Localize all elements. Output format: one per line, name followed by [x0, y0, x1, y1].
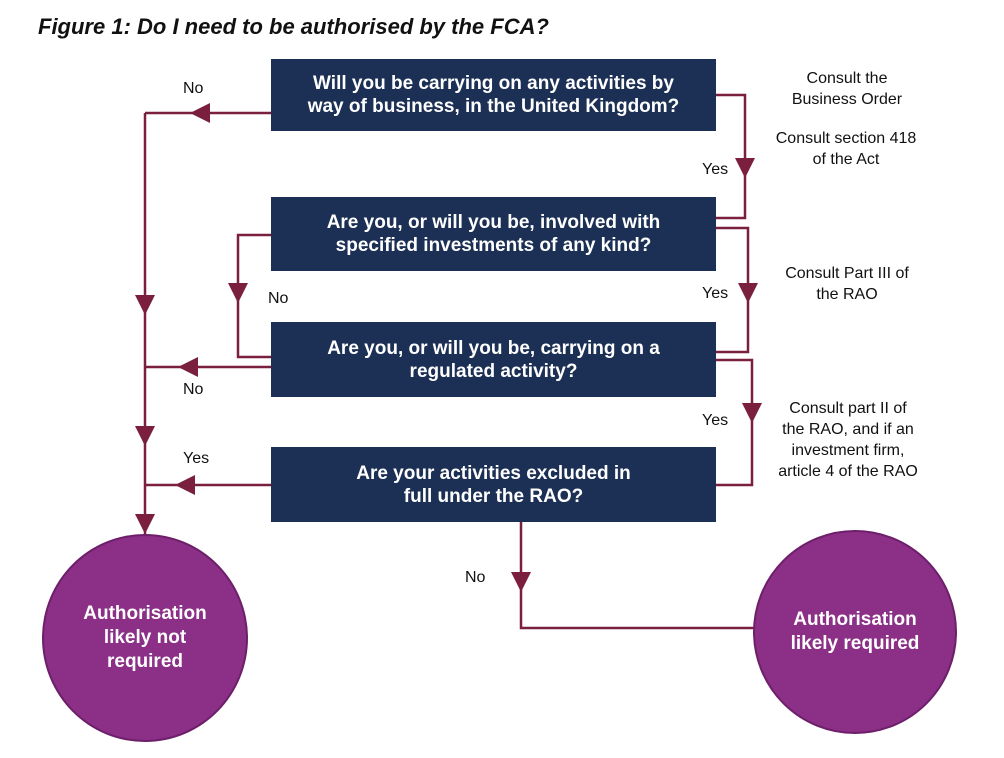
outcome-not-required-text: Authorisation likely not required	[83, 603, 207, 672]
note-part-iii: Consult Part III of the RAO	[785, 265, 909, 303]
q2-no-arrowhead	[228, 283, 248, 303]
q2-no-line	[236, 233, 271, 359]
q4-yes-arrowhead	[175, 475, 195, 495]
question-1-text: Will you be carrying on any activities b…	[307, 73, 680, 117]
q3-no-arrowhead	[178, 357, 198, 377]
q3-yes-label: Yes	[702, 412, 729, 429]
q2-no-label: No	[268, 290, 289, 307]
question-2-text: Are you, or will you be, involved with s…	[326, 212, 661, 256]
question-box-3: Are you, or will you be, carrying on a r…	[271, 322, 716, 397]
q1-no-arrowhead	[190, 103, 210, 123]
outcome-required-text: Authorisation likely required	[790, 609, 920, 654]
q1-yes-line	[716, 93, 747, 220]
q1-yes-label: Yes	[702, 161, 729, 178]
q4-yes-label: Yes	[183, 450, 210, 467]
q1-no-label: No	[183, 80, 204, 97]
question-box-1: Will you be carrying on any activities b…	[271, 59, 716, 131]
q4-no-label: No	[465, 569, 486, 586]
q1-yes-arrowhead	[735, 158, 755, 178]
outcome-not-required-circle: Authorisation likely not required	[42, 534, 248, 742]
question-4-text: Are your activities excluded in full und…	[356, 462, 631, 507]
note-business-order: Consult the Business Order	[791, 70, 903, 108]
trunk-arrowhead-3	[135, 514, 155, 534]
question-3-text: Are you, or will you be, carrying on a r…	[327, 337, 660, 382]
note-section-418: Consult section 418 of the Act	[775, 130, 917, 168]
trunk-arrowhead-1	[135, 295, 155, 315]
trunk-arrowhead-2	[135, 426, 155, 446]
q3-yes-arrowhead	[742, 403, 762, 423]
q2-yes-label: Yes	[702, 285, 729, 302]
outcome-required-circle: Authorisation likely required	[753, 530, 957, 734]
question-box-2: Are you, or will you be, involved with s…	[271, 197, 716, 271]
q2-yes-arrowhead	[738, 283, 758, 303]
figure-title: Figure 1: Do I need to be authorised by …	[38, 14, 549, 39]
note-part-ii: Consult part II of the RAO, and if an in…	[778, 400, 918, 480]
q3-no-label: No	[183, 381, 204, 398]
question-box-4: Are your activities excluded in full und…	[271, 447, 716, 522]
q4-no-line	[519, 522, 762, 630]
q4-no-arrowhead	[511, 572, 531, 592]
